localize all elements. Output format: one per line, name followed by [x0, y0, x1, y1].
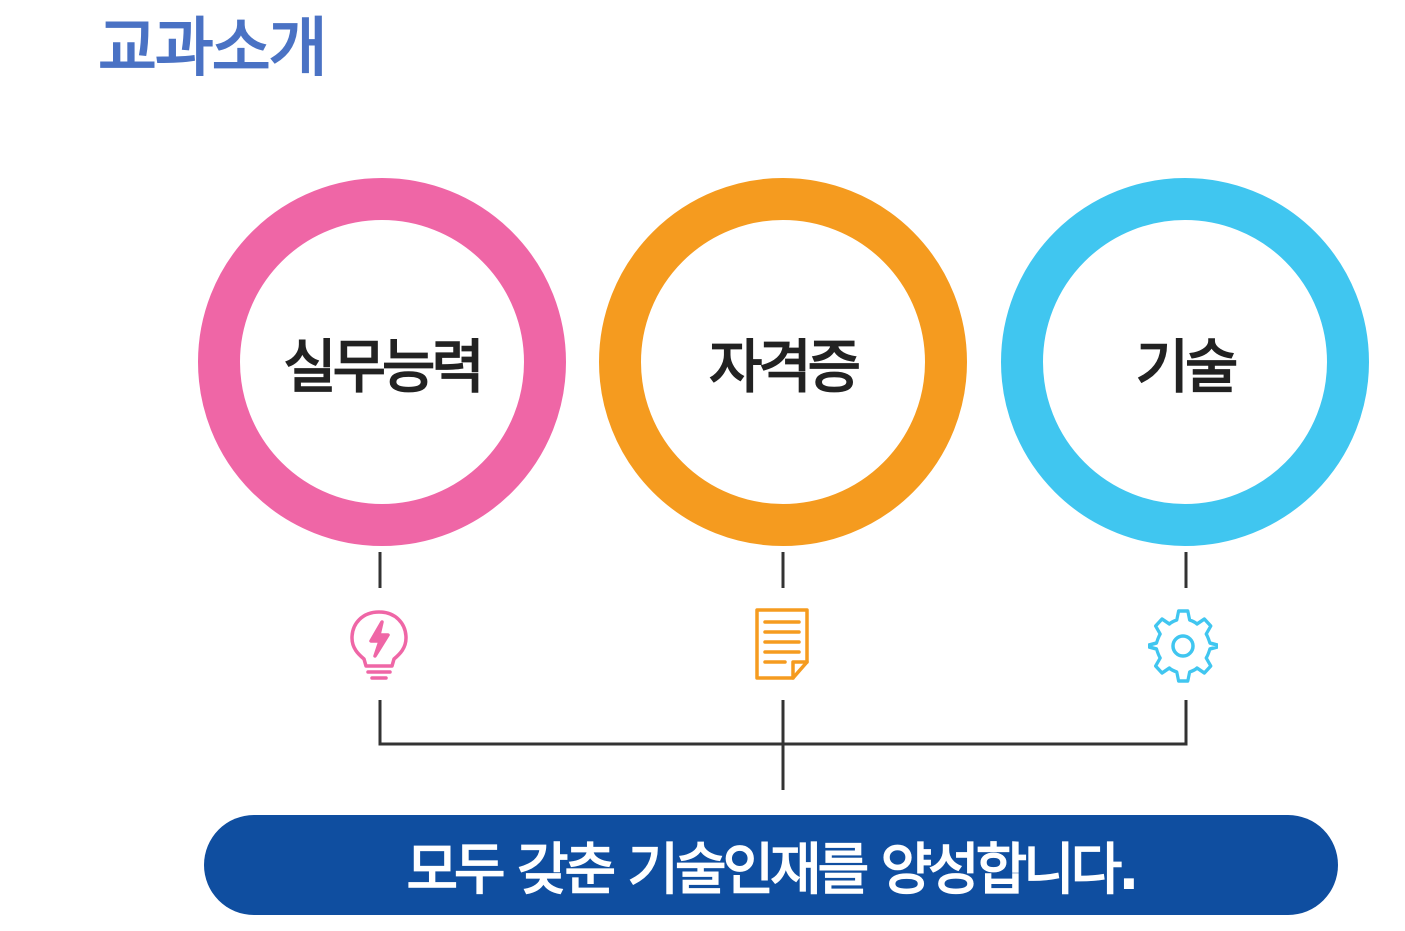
connector-bracket	[378, 700, 1188, 746]
page-title: 교과소개	[98, 12, 328, 86]
circle-technology: 기술	[1001, 178, 1369, 546]
lightbulb-icon	[350, 610, 408, 680]
document-icon	[755, 608, 809, 680]
banner-text: 모두 갖춘 기술인재를 양성합니다.	[406, 837, 1139, 903]
circle-label-technology: 기술	[1135, 333, 1239, 401]
circle-certificate: 자격증	[599, 178, 967, 546]
circle-label-practical-skills: 실무능력	[283, 333, 484, 401]
summary-banner: 모두 갖춘 기술인재를 양성합니다.	[204, 815, 1338, 915]
circle-label-certificate: 자격증	[708, 333, 861, 401]
gear-icon	[1148, 609, 1218, 683]
circle-practical-skills: 실무능력	[198, 178, 566, 546]
